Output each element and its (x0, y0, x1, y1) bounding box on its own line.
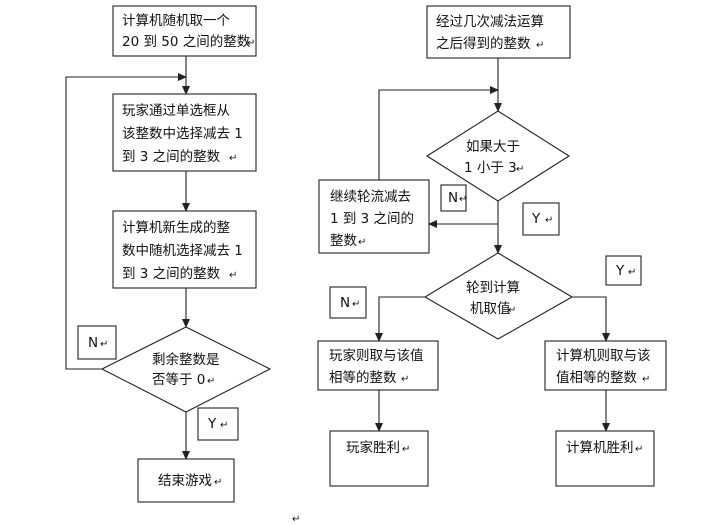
left-computer-line-2: 数中随机选择减去 1 (122, 243, 243, 259)
computer-win-text: 计算机胜利 (566, 440, 634, 456)
right-decision-turn: 轮到计算 机取值 ↵ (423, 252, 574, 340)
computer-win-box: 计算机胜利 ↵ (555, 430, 655, 487)
svg-text:↵: ↵ (628, 267, 636, 278)
left-start-line-1: 计算机随机取一个 (122, 13, 230, 29)
left-computer-line-1: 计算机新生成的整 (122, 220, 230, 236)
computer-take-line-2: 值相等的整数 (556, 369, 637, 386)
svg-text:↵: ↵ (220, 420, 228, 431)
right-continue-box: 继续轮流减去 1 到 3 之间的 整数 ↵ (318, 179, 430, 254)
continue-line-3: 整数 (330, 233, 357, 249)
player-take-line-2: 相等的整数 (329, 369, 397, 386)
svg-text:↵: ↵ (401, 374, 409, 385)
svg-text:↵: ↵ (352, 299, 360, 310)
left-no-label: N ↵ (77, 325, 117, 360)
player-win-text: 玩家胜利 (346, 439, 400, 456)
svg-text:↵: ↵ (635, 444, 643, 455)
svg-text:↵: ↵ (207, 376, 215, 387)
svg-text:↵: ↵ (247, 38, 255, 49)
right-yes-label-1: Y ↵ (522, 202, 560, 236)
left-start-line-2: 20 到 50 之间的整数 (122, 34, 251, 50)
svg-text:↵: ↵ (358, 237, 366, 248)
left-player-line-3: 到 3 之间的整数 (122, 149, 221, 165)
svg-text:Y: Y (615, 263, 625, 279)
arrow-to-player-take (375, 296, 425, 342)
right-decision-range-line-2: 1 小于 3 (464, 160, 517, 176)
left-computer-select-box: 计算机新生成的整 数中随机选择减去 1 到 3 之间的整数 ↵ (112, 210, 257, 289)
svg-text:Y: Y (207, 416, 217, 432)
right-start-line-1: 经过几次减法运算 (436, 14, 544, 30)
player-take-line-1: 玩家则取与该值 (329, 347, 424, 364)
left-computer-line-3: 到 3 之间的整数 (122, 266, 221, 282)
svg-text:↵: ↵ (229, 270, 237, 281)
left-yes-label: Y ↵ (197, 407, 239, 441)
computer-take-box: 计算机则取与该 值相等的整数 ↵ (544, 340, 667, 391)
right-no-label-2: N ↵ (329, 286, 367, 319)
svg-text:↵: ↵ (516, 164, 524, 175)
left-start-box: 计算机随机取一个 20 到 50 之间的整数 ↵ (112, 5, 257, 57)
left-end-box: 结束游戏 ↵ (137, 458, 235, 503)
svg-text:↵: ↵ (214, 477, 222, 488)
left-decision-line-1: 剩余整数是 (152, 351, 220, 368)
svg-text:↵: ↵ (545, 215, 553, 226)
left-player-line-2: 该整数中选择减去 1 (122, 126, 243, 142)
arrow-to-computer-take (572, 296, 610, 342)
left-player-select-box: 玩家通过单选框从 该整数中选择减去 1 到 3 之间的整数 ↵ (112, 93, 257, 172)
right-start-box: 经过几次减法运算 之后得到的整数 ↵ (426, 5, 571, 59)
right-loop-back-line (378, 86, 499, 180)
svg-text:↵: ↵ (508, 305, 516, 316)
svg-text:↵: ↵ (229, 153, 237, 164)
right-start-line-2: 之后得到的整数 (436, 35, 531, 52)
right-yes-label-2: Y ↵ (605, 255, 642, 286)
svg-text:N: N (448, 190, 458, 206)
right-decision-range: 如果大于 1 小于 3 ↵ (425, 110, 571, 202)
continue-line-2: 1 到 3 之间的 (330, 211, 414, 227)
right-flow: 经过几次减法运算 之后得到的整数 ↵ 如果大于 1 小于 3 ↵ 继续轮流减去 … (317, 5, 667, 487)
left-decision-line-2: 否等于 0 (152, 371, 205, 388)
right-no-label-1: N ↵ (440, 184, 467, 212)
left-flow: 计算机随机取一个 20 到 50 之间的整数 ↵ 玩家通过单选框从 该整数中选择… (65, 5, 272, 503)
right-decision-range-line-1: 如果大于 (466, 139, 520, 155)
svg-text:Y: Y (531, 211, 541, 227)
svg-text:↵: ↵ (459, 194, 467, 205)
right-decision-turn-line-2: 机取值 (470, 301, 511, 317)
computer-take-line-1: 计算机则取与该 (556, 348, 651, 364)
svg-text:N: N (340, 295, 350, 311)
svg-text:↵: ↵ (536, 40, 544, 51)
paragraph-mark: ↵ (292, 514, 300, 525)
player-win-box: 玩家胜利 ↵ (329, 430, 429, 487)
svg-text:↵: ↵ (100, 339, 108, 350)
continue-line-1: 继续轮流减去 (330, 189, 411, 205)
player-take-box: 玩家则取与该值 相等的整数 ↵ (317, 340, 439, 391)
left-loop-back-line (65, 73, 187, 370)
left-player-line-1: 玩家通过单选框从 (122, 102, 230, 119)
right-decision-turn-line-1: 轮到计算 (466, 280, 520, 296)
left-decision-diamond: 剩余整数是 否等于 0 ↵ (100, 326, 272, 413)
svg-text:↵: ↵ (642, 374, 650, 385)
svg-text:↵: ↵ (402, 444, 410, 455)
end-game-text: 结束游戏 (158, 473, 212, 489)
svg-text:N: N (88, 335, 98, 351)
